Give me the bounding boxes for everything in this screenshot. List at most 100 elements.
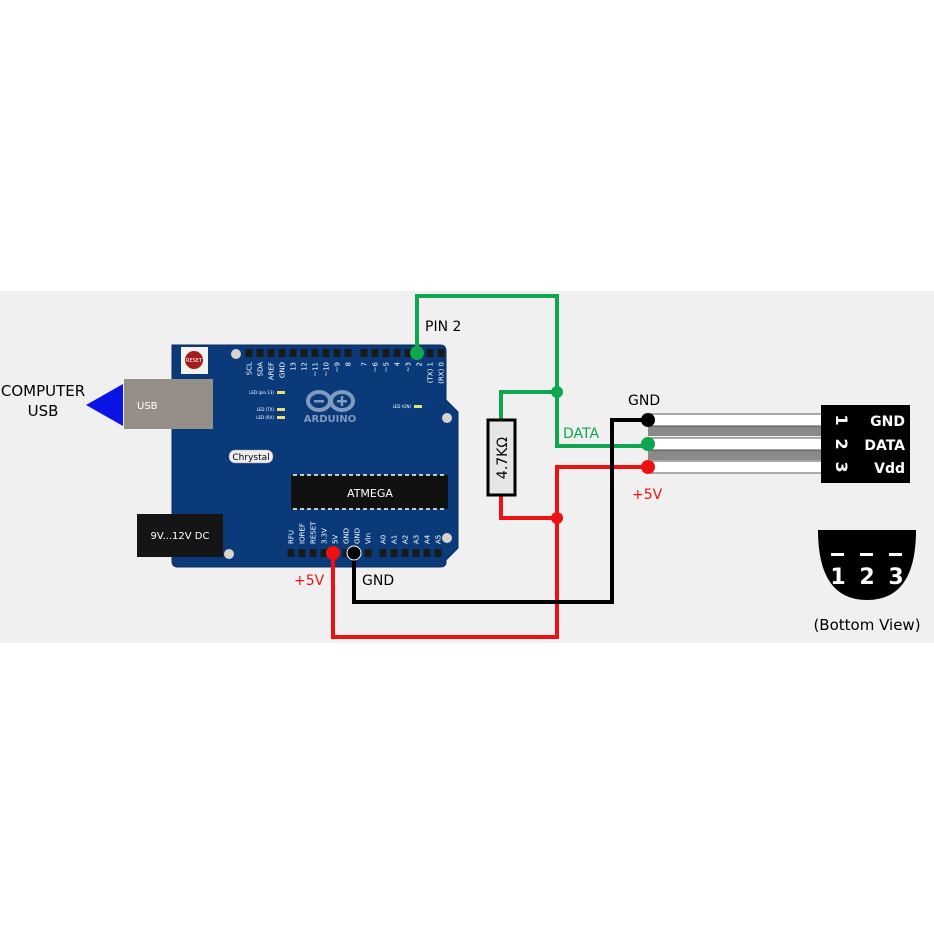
header-pin-label: 8 (345, 362, 353, 366)
sensor-pin-number-2: 2 (832, 438, 851, 449)
header-pin[interactable] (379, 549, 387, 557)
power-wire (331, 465, 648, 639)
header-pin-label: 13 (290, 362, 298, 371)
header-pin[interactable] (311, 349, 319, 357)
computer-usb-label-line2: USB (28, 402, 59, 420)
header-pin[interactable] (278, 349, 286, 357)
header-pin[interactable] (333, 349, 341, 357)
header-pin[interactable] (426, 349, 434, 357)
crystal (228, 449, 274, 464)
header-pin[interactable] (256, 349, 264, 357)
sensor-lead-vdd (647, 460, 823, 474)
data-wire-label: DATA (563, 426, 599, 442)
data-junction (551, 386, 563, 398)
header-pin[interactable] (393, 349, 401, 357)
header-pin-label: A2 (402, 535, 410, 544)
header-pin-label: (TX) 1 (427, 362, 435, 383)
usb-port (124, 379, 213, 429)
sensor-gnd-label: GND (628, 393, 660, 409)
header-pin-label: GND (343, 528, 351, 544)
arduino-logo-text: ARDUINO (304, 414, 356, 425)
header-pin-label: (RX) 0 (438, 362, 446, 384)
sensor-pin-labels: 1 2 3 GND DATA Vdd (832, 414, 905, 477)
dc-jack-label: 9V...12V DC (151, 531, 210, 542)
header-pin[interactable] (437, 349, 445, 357)
header-pin-label: ~3 (405, 362, 413, 372)
header-pin[interactable] (289, 349, 297, 357)
lead-gap (648, 450, 822, 460)
atmega-chip (291, 475, 448, 509)
header-pin-label: 3.3V (321, 528, 329, 544)
sensor-data-connection (641, 437, 655, 451)
sensor-pin-number-3: 3 (832, 461, 851, 472)
header-pin-label: 4 (394, 361, 402, 366)
bottom-pin-mark-2 (860, 553, 873, 556)
header-pin[interactable] (245, 349, 253, 357)
header-pin[interactable] (267, 349, 275, 357)
header-pin-label: A3 (413, 535, 421, 544)
header-pin[interactable] (300, 349, 308, 357)
sensor-5v-label: +5V (632, 487, 663, 503)
header-pin[interactable] (423, 549, 431, 557)
header-pin[interactable] (364, 549, 372, 557)
header-pin[interactable] (382, 349, 390, 357)
bottom-pin-mark-1 (831, 553, 844, 556)
header-pin-label: ~5 (383, 362, 391, 372)
resistor-power-wire (499, 495, 557, 520)
header-pin-label: ~10 (323, 362, 331, 377)
sensor-leads (647, 413, 823, 474)
header-pin[interactable] (320, 549, 328, 557)
gnd-pin-connection (346, 545, 362, 561)
sensor-bottom-view-body (818, 530, 916, 600)
sensor-body (821, 405, 910, 483)
header-pin-label: 5V (332, 535, 340, 544)
power-junction (551, 512, 563, 524)
mounting-hole (231, 349, 241, 359)
bottom-view-caption: (Bottom View) (813, 616, 920, 634)
header-pin[interactable] (390, 549, 398, 557)
header-pin[interactable] (401, 549, 409, 557)
header-pin[interactable] (287, 549, 295, 557)
mounting-hole (224, 549, 234, 559)
header-pin[interactable] (404, 349, 412, 357)
header-pin[interactable] (371, 349, 379, 357)
usb-arrow-icon (86, 384, 123, 426)
pin2-label: PIN 2 (425, 319, 461, 335)
crystal-label: Chrystal (232, 453, 269, 463)
header-pin-label: RESET (310, 521, 318, 544)
computer-usb-label-line1: COMPUTER (1, 382, 85, 400)
header-pin[interactable] (412, 549, 420, 557)
header-pin[interactable] (342, 549, 350, 557)
header-pin[interactable] (344, 349, 352, 357)
header-pin[interactable] (360, 349, 368, 357)
resistor-label: 4.7KΩ (495, 437, 511, 479)
header-pin[interactable] (309, 549, 317, 557)
header-pin-label: 12 (301, 362, 309, 371)
header-pin[interactable] (434, 549, 442, 557)
bottom-pin-number-3: 3 (888, 565, 903, 590)
header-pin-label: SDA (257, 362, 265, 377)
sensor-vdd-connection (641, 460, 655, 474)
bottom-pin-number-2: 2 (859, 565, 874, 590)
bottom-pin-number-1: 1 (830, 565, 845, 590)
sensor-pin-name-3: Vdd (874, 461, 905, 477)
header-pin[interactable] (322, 349, 330, 357)
led-on (414, 405, 422, 408)
header-pin-label: AREF (268, 362, 276, 380)
header-pin-label: A5 (435, 535, 443, 544)
bottom-pin-mark-3 (889, 553, 902, 556)
sensor-lead-data (647, 437, 823, 451)
header-pin[interactable] (298, 549, 306, 557)
header-pin-label: 7 (361, 362, 369, 366)
resistor (486, 418, 517, 497)
header-pin-label: RFU (288, 530, 296, 544)
sensor-pin-name-1: GND (870, 414, 905, 430)
board-gnd-label: GND (362, 573, 394, 589)
lead-gap (648, 426, 822, 436)
led-pin13 (277, 391, 285, 394)
